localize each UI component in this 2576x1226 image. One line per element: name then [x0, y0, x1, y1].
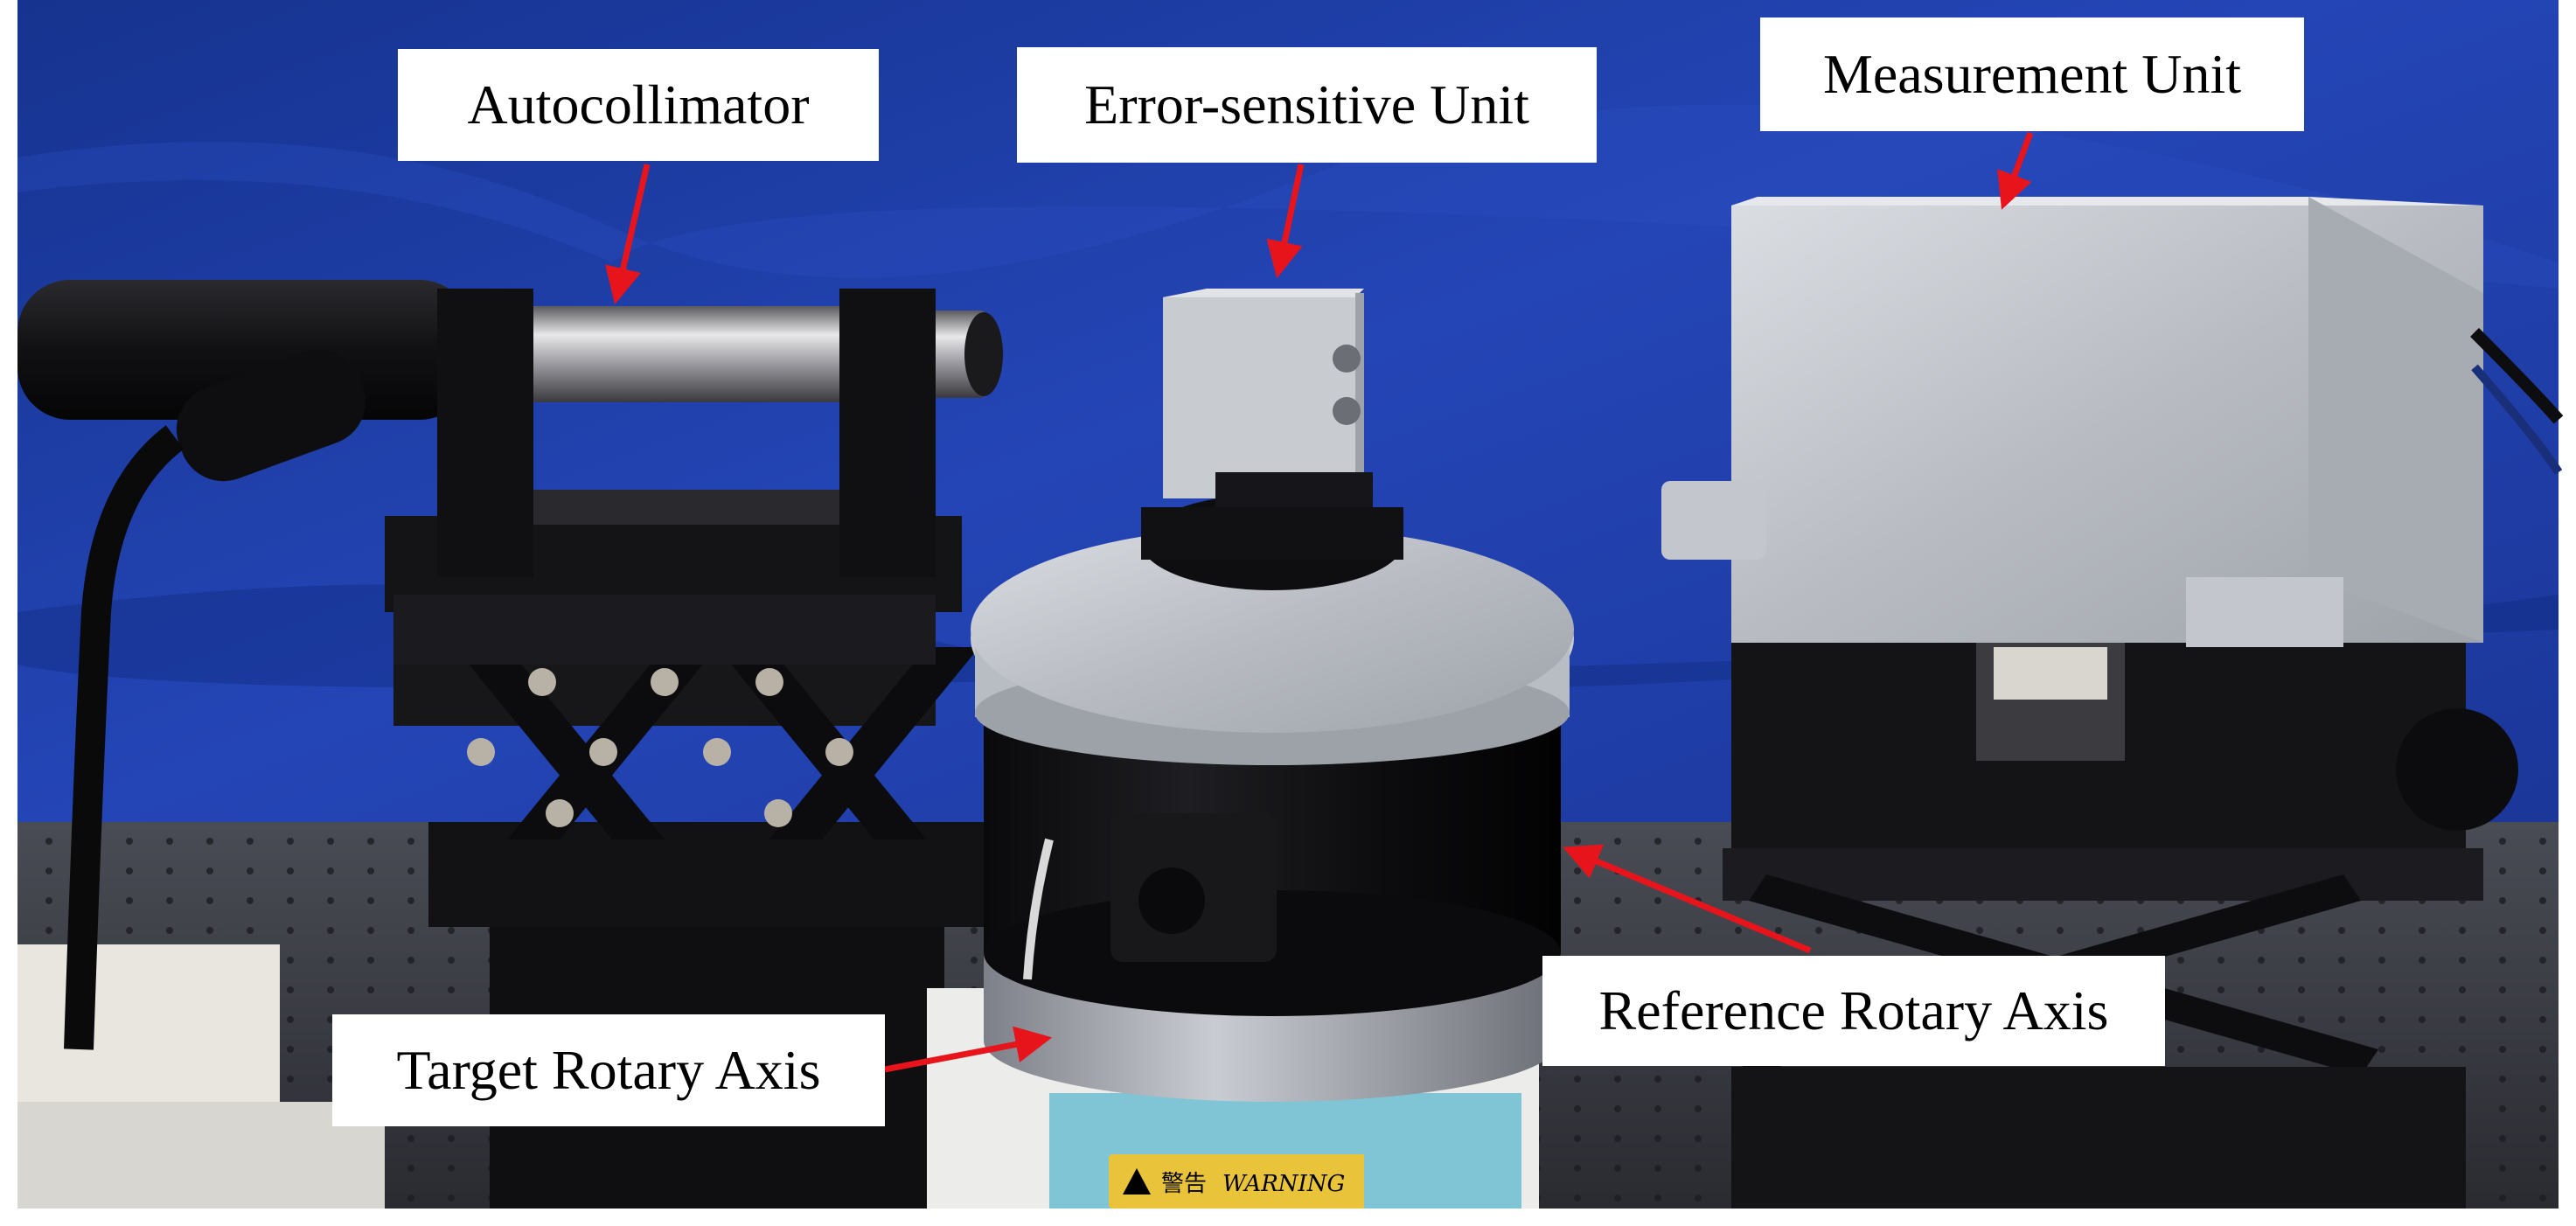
warning-sticker: 警告 WARNING: [1109, 1156, 1362, 1207]
autocollimator-device: [17, 280, 1003, 1050]
rotary-axis-assembly: [927, 494, 1574, 1209]
error-sensitive-unit-block: [1163, 289, 1373, 507]
warning-chinese-text: 警告: [1161, 1171, 1207, 1197]
measurement-unit-label: Measurement Unit: [1760, 17, 2304, 131]
callout-arrows: [605, 131, 2034, 1073]
target-rotary-axis-label: Target Rotary Axis: [332, 1014, 885, 1126]
autocollimator-label: Autocollimator: [398, 49, 879, 161]
reference-rotary-axis-label: Reference Rotary Axis: [1542, 956, 2165, 1066]
measurement-unit-assembly: [1661, 197, 2564, 1209]
autocollimator-stand: [385, 490, 988, 1209]
error-sensitive-unit-label: Error-sensitive Unit: [1017, 47, 1597, 163]
warning-english-text: WARNING: [1222, 1171, 1345, 1197]
